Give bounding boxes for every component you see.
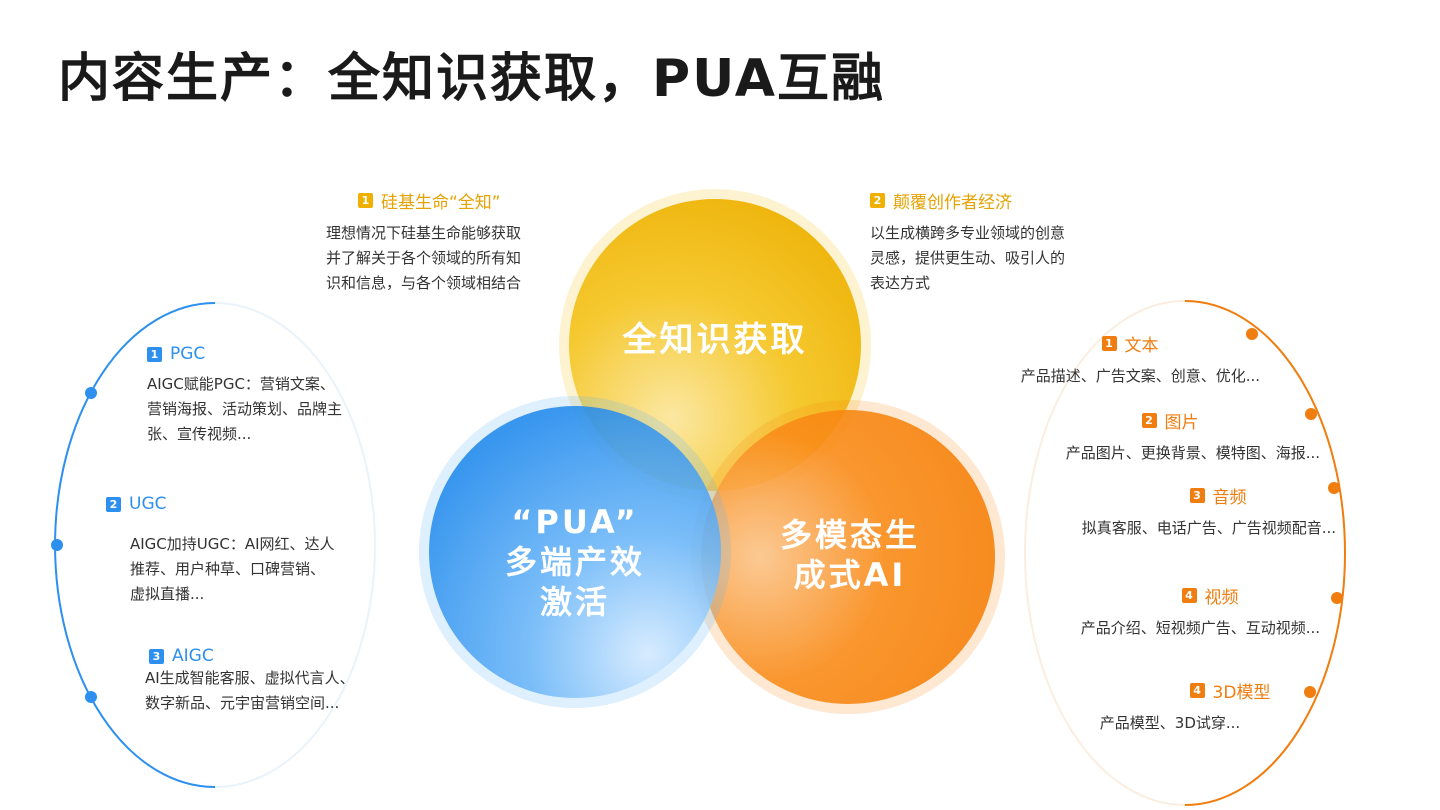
- desc-line: AI生成智能客服、虚拟代言人、: [145, 669, 355, 687]
- desc-line: AIGC赋能PGC：营销文案、: [147, 375, 335, 393]
- circle-yellow-line: 全知识获取: [622, 320, 808, 360]
- number-badge: 2: [1141, 413, 1157, 428]
- desc-line: 并了解关于各个领域的所有知: [326, 249, 522, 267]
- right-dot-5: [1304, 686, 1316, 698]
- top-item-1: 1 硅基生命“全知” 理想情况下硅基生命能够获取 并了解关于各个领域的所有知 识…: [326, 188, 596, 296]
- circle-blue-line: 多端产效: [504, 543, 645, 581]
- top-item-desc: 以生成横跨多专业领域的创意 灵感，提供更生动、吸引人的 表达方式: [870, 221, 1150, 296]
- right-item-title: 图片: [1164, 413, 1199, 433]
- number-badge: 2: [870, 193, 885, 208]
- left-dot-2: [51, 539, 63, 551]
- circle-blue-label: “PUA” 多端产效 激活: [455, 502, 695, 622]
- right-item-text: 1 文本 产品描述、广告文案、创意、优化...: [960, 331, 1260, 389]
- desc-line: 识和信息，与各个领域相结合: [326, 274, 522, 292]
- left-item-desc: AIGC加持UGC：AI网红、达人 推荐、用户种草、口碑营销、 虚拟直播...: [130, 532, 396, 607]
- right-item-desc: 产品介绍、短视频广告、互动视频...: [1080, 619, 1320, 637]
- left-item-aigc: 3 AIGC AI生成智能客服、虚拟代言人、 数字新品、元宇宙营销空间...: [145, 646, 415, 716]
- circle-orange-line: 成式AI: [793, 556, 907, 594]
- left-item-ugc: 2 UGC AIGC加持UGC：AI网红、达人 推荐、用户种草、口碑营销、 虚拟…: [106, 494, 396, 607]
- top-item-2: 2 颠覆创作者经济 以生成横跨多专业领域的创意 灵感，提供更生动、吸引人的 表达…: [870, 188, 1150, 296]
- left-dot-1: [85, 387, 97, 399]
- right-item-desc: 拟真客服、电话广告、广告视频配音...: [1081, 519, 1336, 537]
- right-dot-4: [1331, 592, 1343, 604]
- number-badge: 3: [149, 648, 164, 664]
- desc-line: 虚拟直播...: [130, 585, 205, 603]
- right-item-title: 3D模型: [1212, 683, 1271, 703]
- circle-blue: [429, 406, 721, 698]
- circle-yellow: [569, 199, 861, 491]
- circle-yellow-label: 全知识获取: [595, 320, 835, 360]
- page-title: 内容生产：全知识获取，PUA互融: [58, 49, 885, 109]
- right-item-title: 文本: [1124, 336, 1159, 356]
- number-badge: 1: [147, 346, 162, 362]
- number-badge: 3: [1189, 488, 1205, 503]
- desc-line: 营销海报、活动策划、品牌主: [147, 400, 343, 418]
- circle-orange-label: 多模态生 成式AI: [730, 515, 970, 595]
- right-item-desc: 产品模型、3D试穿...: [1099, 714, 1241, 732]
- left-item-pgc: 1 PGC AIGC赋能PGC：营销文案、 营销海报、活动策划、品牌主 张、宣传…: [147, 344, 407, 447]
- desc-line: 灵感，提供更生动、吸引人的: [870, 249, 1066, 267]
- left-dot-3: [85, 691, 97, 703]
- number-badge: 4: [1189, 683, 1205, 698]
- left-item-title: UGC: [129, 494, 167, 514]
- left-item-title: AIGC: [172, 646, 214, 666]
- right-dot-2: [1305, 408, 1317, 420]
- circle-orange: [701, 410, 995, 704]
- circle-blue-line: “PUA”: [511, 503, 639, 541]
- left-item-title: PGC: [170, 344, 206, 364]
- desc-line: 表达方式: [870, 274, 931, 292]
- circle-blue-line: 激活: [539, 583, 610, 621]
- desc-line: 推荐、用户种草、口碑营销、: [130, 560, 326, 578]
- top-item-title: 硅基生命“全知”: [381, 193, 501, 213]
- right-item-audio: 3 音频 拟真客服、电话广告、广告视频配音...: [1010, 483, 1336, 541]
- right-item-video: 4 视频 产品介绍、短视频广告、互动视频...: [1010, 583, 1320, 641]
- top-item-desc: 理想情况下硅基生命能够获取 并了解关于各个领域的所有知 识和信息，与各个领域相结…: [326, 221, 596, 296]
- right-dot-1: [1246, 328, 1258, 340]
- number-badge: 2: [106, 496, 121, 512]
- left-item-desc: AIGC赋能PGC：营销文案、 营销海报、活动策划、品牌主 张、宣传视频...: [147, 372, 407, 447]
- right-item-desc: 产品描述、广告文案、创意、优化...: [1020, 367, 1260, 385]
- right-dot-3: [1328, 482, 1340, 494]
- desc-line: 理想情况下硅基生命能够获取: [326, 224, 522, 242]
- desc-line: 以生成横跨多专业领域的创意: [870, 224, 1066, 242]
- desc-line: AIGC加持UGC：AI网红、达人: [130, 535, 335, 553]
- right-item-image: 2 图片 产品图片、更换背景、模特图、海报...: [1000, 408, 1320, 466]
- circle-orange-line: 多模态生: [779, 516, 920, 554]
- right-item-title: 视频: [1204, 588, 1239, 608]
- top-item-title: 颠覆创作者经济: [893, 193, 1012, 213]
- right-item-desc: 产品图片、更换背景、模特图、海报...: [1065, 444, 1320, 462]
- number-badge: 1: [358, 193, 373, 208]
- number-badge: 1: [1101, 336, 1117, 351]
- desc-line: 数字新品、元宇宙营销空间...: [145, 694, 340, 712]
- desc-line: 张、宣传视频...: [147, 425, 252, 443]
- right-ellipse-arc: [1184, 300, 1346, 806]
- right-item-title: 音频: [1212, 488, 1247, 508]
- number-badge: 4: [1181, 588, 1197, 603]
- left-item-desc: AI生成智能客服、虚拟代言人、 数字新品、元宇宙营销空间...: [145, 666, 415, 716]
- right-item-3d-model: 4 3D模型 产品模型、3D试穿...: [1050, 678, 1290, 736]
